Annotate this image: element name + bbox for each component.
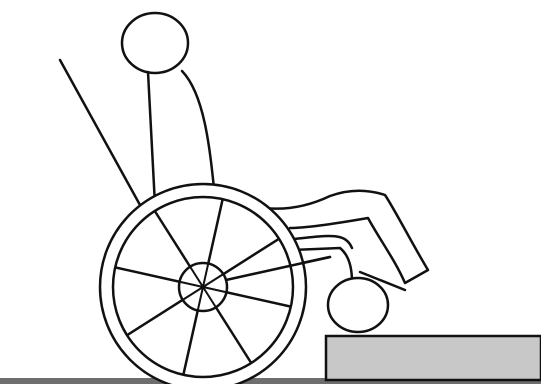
push-handle xyxy=(60,60,140,205)
caster-wheel xyxy=(328,278,388,332)
step-block xyxy=(326,336,541,380)
head xyxy=(122,13,188,73)
rear-wheel xyxy=(100,184,306,384)
